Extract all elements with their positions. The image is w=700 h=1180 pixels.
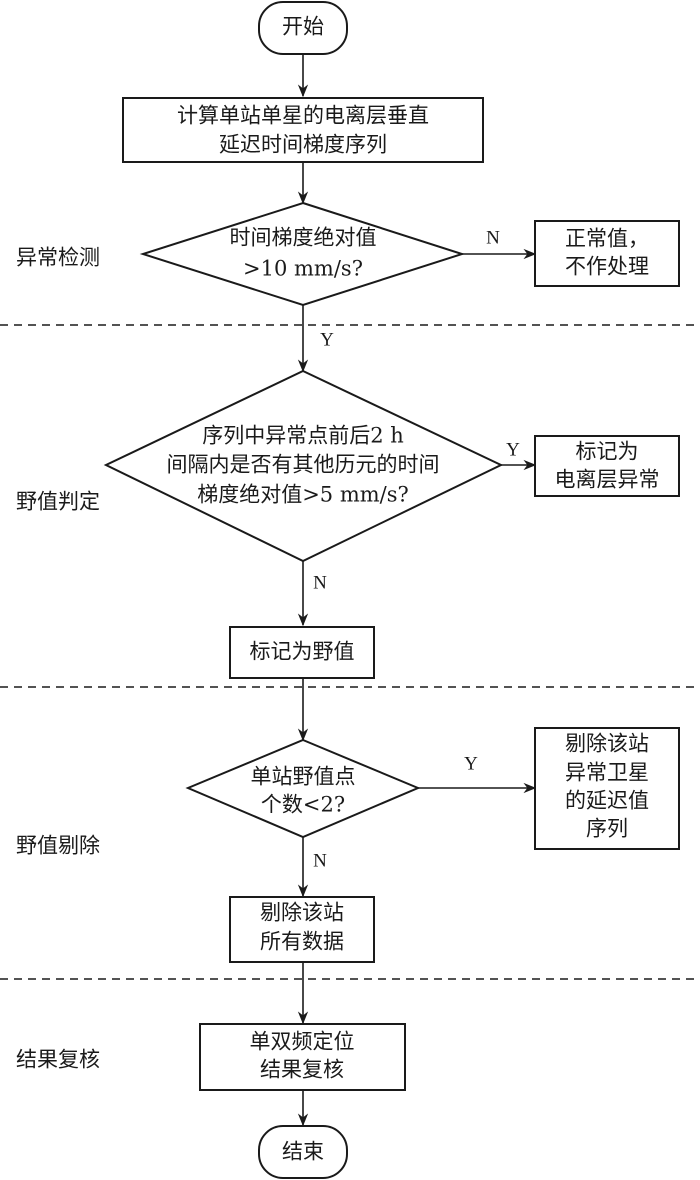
edge-label-count-removeSat: Y (464, 753, 478, 774)
node-start: 开始 (258, 1, 348, 55)
node-compute-line-2: 延迟时间梯度序列 (219, 133, 387, 157)
node-normal-line-2: 不作处理 (565, 255, 649, 279)
phase-label-anomaly-detection: 异常检测 (16, 246, 100, 270)
node-count-line-2: 个数<2? (261, 793, 345, 817)
node-outlier-text: 标记为野值 (250, 640, 355, 664)
node-review-line-1: 单双频定位 (250, 1030, 355, 1054)
edge-label-count-removeAll: N (313, 850, 327, 871)
edge-label-check5-iono: Y (506, 439, 520, 460)
node-iono-line-1: 标记为 (576, 440, 639, 464)
node-check5-line-2: 间隔内是否有其他历元的时间 (167, 453, 440, 477)
phase-label-outlier-judgement: 野值判定 (16, 490, 100, 514)
edge-label-check10-check5: Y (320, 329, 334, 350)
node-start-text: 开始 (282, 15, 324, 39)
phase-label-outlier-removal: 野值剔除 (16, 834, 100, 858)
node-removeAll-line-1: 剔除该站 (260, 901, 344, 925)
node-check10-line-1: 时间梯度绝对值 (230, 226, 377, 250)
edge-label-check10-normal: N (486, 227, 500, 248)
node-count: 单站野值点 个数<2? (185, 738, 421, 839)
node-normal-line-1: 正常值， (565, 227, 649, 251)
node-outlier: 标记为野值 (229, 626, 375, 679)
node-removeAll-line-2: 所有数据 (260, 930, 344, 954)
node-check10-line-2: >10 mm/s? (243, 257, 363, 281)
node-removeSat-line-2: 异常卫星 (565, 761, 649, 785)
edge-label-check5-outlier: N (313, 572, 327, 593)
node-compute: 计算单站单星的电离层垂直 延迟时间梯度序列 (122, 97, 484, 163)
node-count-line-1: 单站野值点 (251, 765, 356, 789)
node-removeSat-line-3: 的延迟值 (565, 789, 649, 813)
node-iono: 标记为 电离层异常 (534, 435, 680, 497)
node-check5-line-3: 梯度绝对值>5 mm/s? (197, 483, 409, 507)
node-removeAll: 剔除该站 所有数据 (229, 896, 375, 963)
phase-label-result-review: 结果复核 (16, 1048, 100, 1072)
node-removeSat-line-1: 剔除该站 (565, 732, 649, 756)
node-normal: 正常值， 不作处理 (534, 220, 680, 287)
node-removeSat-line-4: 序列 (586, 817, 628, 841)
connectors (297, 54, 537, 1127)
node-iono-line-2: 电离层异常 (555, 468, 660, 492)
node-end-text: 结束 (282, 1140, 324, 1164)
node-review-line-2: 结果复核 (260, 1058, 344, 1082)
node-review: 单双频定位 结果复核 (199, 1023, 406, 1091)
node-end: 结束 (258, 1125, 348, 1179)
node-check5: 序列中异常点前后2 h 间隔内是否有其他历元的时间 梯度绝对值>5 mm/s? (103, 369, 504, 563)
node-check5-line-1: 序列中异常点前后2 h (202, 424, 404, 448)
node-compute-line-1: 计算单站单星的电离层垂直 (177, 104, 429, 128)
node-removeSat: 剔除该站 异常卫星 的延迟值 序列 (534, 727, 680, 850)
node-check10: 时间梯度绝对值 >10 mm/s? (139, 201, 466, 307)
